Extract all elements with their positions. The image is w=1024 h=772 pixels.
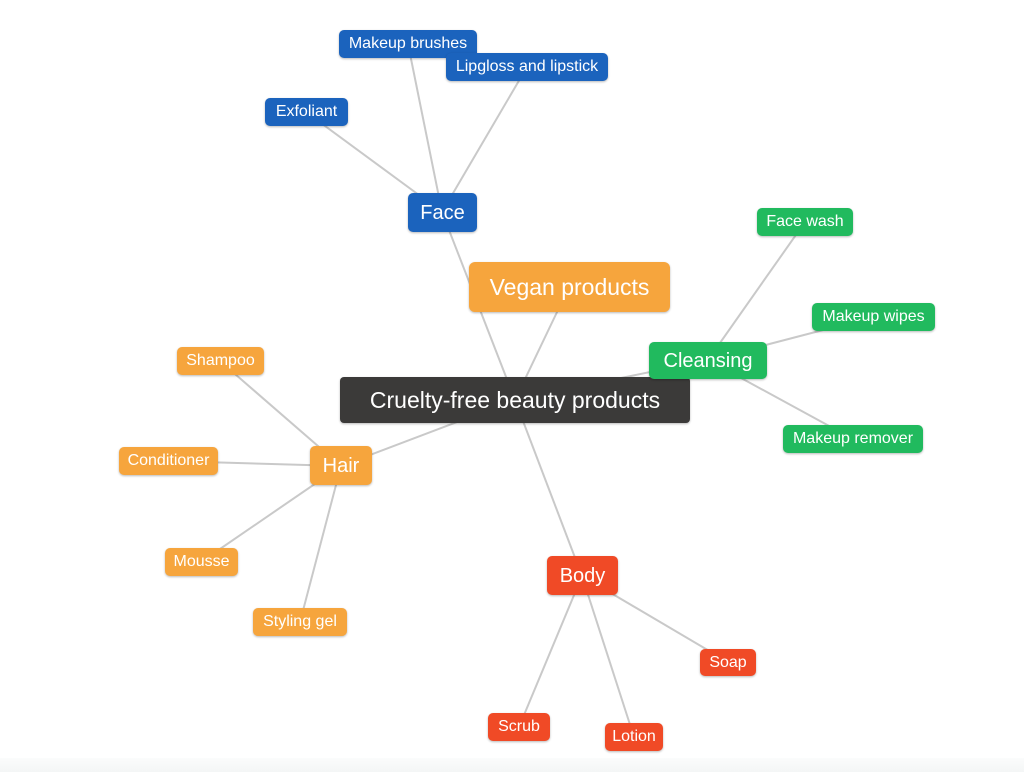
node-exfoliant[interactable]: Exfoliant [265, 98, 348, 126]
canvas-bottom-strip [0, 758, 1024, 772]
node-face[interactable]: Face [408, 193, 477, 232]
node-soap[interactable]: Soap [700, 649, 756, 676]
edge-face-lipgloss-and-lipstick [441, 66, 528, 213]
edge-body-lotion [581, 575, 635, 738]
node-styling-gel[interactable]: Styling gel [253, 608, 347, 636]
node-scrub[interactable]: Scrub [488, 713, 550, 741]
edge-body-scrub [518, 575, 583, 728]
edge-hair-styling-gel [299, 465, 342, 623]
node-mousse[interactable]: Mousse [165, 548, 238, 576]
edge-face-makeup-brushes [407, 43, 443, 213]
node-makeup-wipes[interactable]: Makeup wipes [812, 303, 935, 331]
node-vegan-products[interactable]: Vegan products [469, 262, 670, 312]
edge-cleansing-face-wash [707, 221, 806, 361]
node-cleansing[interactable]: Cleansing [649, 342, 767, 379]
node-hair[interactable]: Hair [310, 446, 372, 485]
node-root-cruelty-free-beauty-products[interactable]: Cruelty-free beauty products [340, 377, 690, 423]
node-body[interactable]: Body [547, 556, 618, 595]
node-lipgloss-and-lipstick[interactable]: Lipgloss and lipstick [446, 53, 608, 81]
node-makeup-remover[interactable]: Makeup remover [783, 425, 923, 453]
node-shampoo[interactable]: Shampoo [177, 347, 264, 375]
edge-root-body [514, 399, 583, 577]
node-face-wash[interactable]: Face wash [757, 208, 853, 236]
node-lotion[interactable]: Lotion [605, 723, 663, 751]
node-conditioner[interactable]: Conditioner [119, 447, 218, 475]
